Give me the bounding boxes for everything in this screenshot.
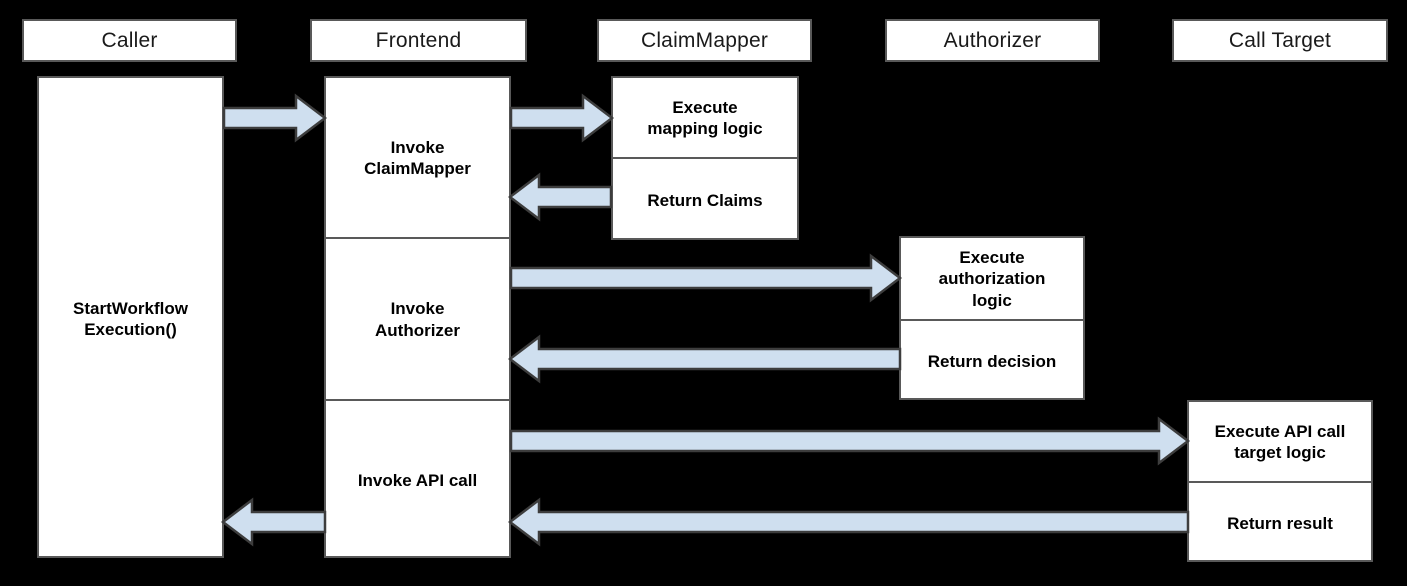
activation-divider xyxy=(326,237,509,239)
lane-header-calltarget-label: Call Target xyxy=(1228,29,1332,52)
message-arrow-authorizer-to-frontend xyxy=(507,334,902,384)
lane-header-caller-label: Caller xyxy=(101,29,158,52)
lane-header-caller: Caller xyxy=(22,19,237,62)
activation-cell-claimmapper-return-claims: Return Claims xyxy=(647,190,763,210)
activation-divider xyxy=(613,157,797,159)
activation-cell-calltarget-return-result: Return result xyxy=(1227,513,1333,533)
activation-divider xyxy=(326,399,509,401)
lane-header-authorizer: Authorizer xyxy=(885,19,1100,62)
message-arrow-frontend-to-caller xyxy=(220,497,327,547)
activation-divider xyxy=(901,319,1083,321)
message-arrow-calltarget-to-frontend xyxy=(507,497,1190,547)
activation-cell-frontend-invoke-api-call: Invoke API call xyxy=(357,470,478,490)
lane-header-claimmapper-label: ClaimMapper xyxy=(640,29,769,52)
message-arrow-frontend-to-calltarget xyxy=(509,416,1191,466)
message-arrow-frontend-to-authorizer xyxy=(509,253,903,303)
message-arrow-frontend-to-claimmapper xyxy=(509,93,615,143)
lane-header-frontend: Frontend xyxy=(310,19,527,62)
lane-header-frontend-label: Frontend xyxy=(375,29,462,52)
activation-divider xyxy=(1189,481,1371,483)
lane-header-authorizer-label: Authorizer xyxy=(943,29,1042,52)
activation-cell-authorizer-return-decision: Return decision xyxy=(927,351,1057,371)
lane-header-calltarget: Call Target xyxy=(1172,19,1388,62)
lane-header-claimmapper: ClaimMapper xyxy=(597,19,812,62)
message-arrow-caller-to-frontend xyxy=(222,93,328,143)
message-arrow-claimmapper-to-frontend xyxy=(507,172,613,222)
